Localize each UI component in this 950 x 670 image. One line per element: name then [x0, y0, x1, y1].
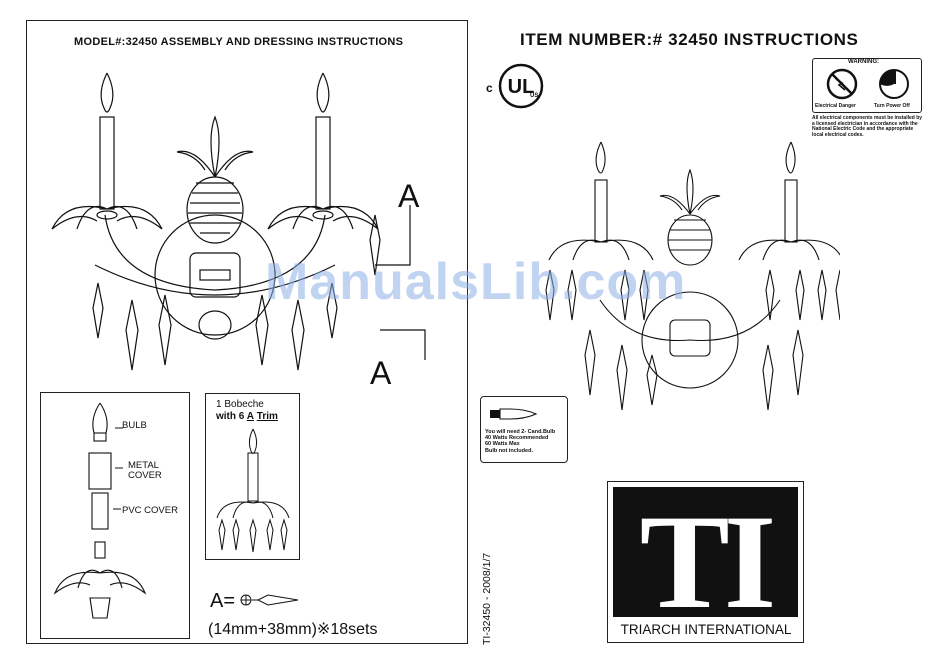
part-label-bulb: BULB: [122, 420, 147, 431]
assembly-title: MODEL#:32450 ASSEMBLY AND DRESSING INSTR…: [74, 36, 404, 48]
bobeche-drawing: [216, 428, 290, 553]
ul-c: c: [486, 81, 493, 95]
pvc-cover-shape: [91, 492, 109, 530]
power-off-icon: [879, 69, 909, 99]
bobeche-caption: 1 Bobeche with 6 A Trim: [216, 399, 278, 423]
crystal-sets-count: (14mm+38mm)※18sets: [208, 621, 378, 638]
parts-drawing: [53, 402, 147, 619]
bobeche-line2: with 6 A Trim: [216, 411, 278, 423]
document-code: TI-32450 - 2008/1/7: [481, 552, 493, 645]
ul-us: US: [530, 93, 539, 99]
electrical-danger-icon: [826, 68, 858, 100]
triarch-logo-box: [607, 481, 804, 643]
warning-note: All electrical components must be instal…: [812, 115, 923, 138]
sconce-assembly-drawing: [51, 72, 426, 371]
callout-a-bottom: A: [370, 355, 392, 391]
warning-heading: WARNING:: [848, 59, 879, 65]
crystal-a-drawing: [240, 594, 299, 606]
bobeche-box: [205, 393, 300, 560]
triarch-logo-mark: TI: [613, 487, 798, 637]
bobeche-a: A: [246, 411, 254, 422]
metal-cover-shape: [88, 452, 112, 490]
part-label-pvc-cover: PVC COVER: [122, 505, 178, 516]
ti-letters: TI: [640, 488, 772, 617]
item-title: ITEM NUMBER:# 32450 INSTRUCTIONS: [520, 30, 859, 49]
bulb-note-box: [480, 396, 568, 463]
bulb-note-line-1: You will need 2- Cand.Bulb: [485, 429, 556, 435]
bulb-note: You will need 2- Cand.Bulb 40 Watts Reco…: [485, 429, 555, 454]
sconce-finished-drawing: [545, 141, 840, 410]
backplate: [154, 214, 276, 336]
bulb-note-line-3: 60 Watts Max: [485, 441, 520, 448]
warning-box: [812, 58, 922, 113]
bobeche-line1: 1 Bobeche: [216, 399, 264, 410]
assembly-panel: [26, 20, 468, 644]
bobeche-trim: Trim: [256, 411, 278, 422]
crystal-drops: [92, 214, 381, 371]
triarch-caption: TRIARCH INTERNATIONAL: [620, 622, 792, 637]
crystal-drops-right: [545, 269, 840, 410]
a-equals: A=: [210, 590, 236, 612]
power-label: Turn Power Off: [874, 103, 910, 109]
ul-logo-icon: UL: [498, 63, 544, 109]
danger-label: Electrical Danger: [815, 103, 856, 109]
callout-a-top: A: [398, 178, 420, 214]
candelabra-bulb-icon: [490, 408, 538, 420]
part-label-metal-cover-1: METAL: [128, 460, 159, 471]
bobeche-count: with 6: [216, 411, 247, 422]
ti-logo-icon: TI: [640, 488, 778, 637]
watermark: ManualsLib.com: [265, 253, 687, 311]
bulb-note-line-2: 40 Watts Recommended: [485, 435, 549, 442]
part-label-metal-cover-2: COVER: [128, 470, 162, 481]
bulb-shape: [92, 402, 108, 434]
ul-text: UL: [508, 76, 535, 98]
bulb-note-line-4: Bulb not included.: [485, 447, 533, 454]
parts-box: [40, 392, 190, 639]
